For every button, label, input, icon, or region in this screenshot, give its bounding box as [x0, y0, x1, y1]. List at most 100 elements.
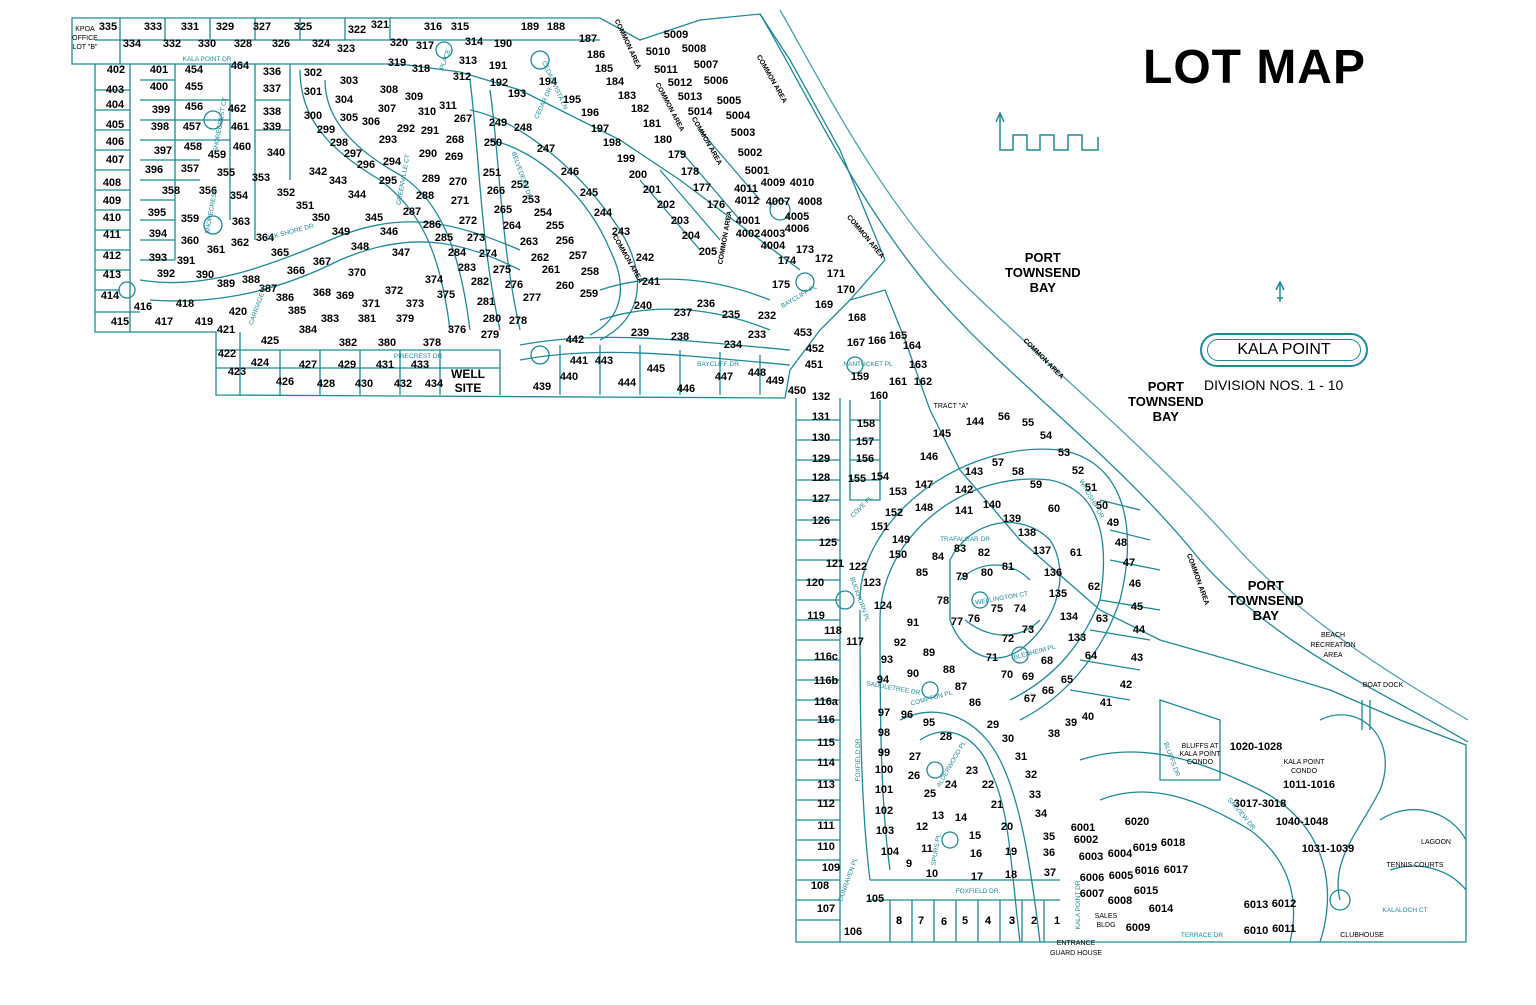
lot-number: 384 [299, 324, 318, 336]
lot-number: 330 [198, 38, 216, 50]
lot-number: 357 [181, 163, 199, 175]
lot-number: 110 [817, 841, 835, 853]
lot-number: 266 [487, 185, 505, 197]
lot-number: 55 [1022, 417, 1034, 429]
feature-label: CONDO [1187, 759, 1214, 766]
lot-number: 76 [968, 613, 980, 625]
lot-number: 430 [355, 378, 373, 390]
lot-number: 71 [986, 652, 998, 664]
feature-label: CONDO [1291, 768, 1318, 775]
lot-number: 361 [207, 244, 225, 256]
lot-number: 185 [595, 63, 613, 75]
lot-number: 440 [560, 371, 578, 383]
lot-number: 172 [815, 253, 833, 265]
lot-number: 156 [856, 453, 874, 465]
lot-number: 118 [824, 625, 842, 637]
lot-number: 374 [425, 274, 444, 286]
lot-number: 116a [814, 696, 839, 708]
lot-number: 359 [181, 213, 199, 225]
lot-number: 39 [1065, 717, 1077, 729]
lot-number: 385 [288, 305, 306, 317]
lot-number: 158 [857, 418, 875, 430]
lot-number: 44 [1133, 624, 1146, 636]
common-area-label: COMMON AREA [690, 116, 723, 166]
division-label: DIVISION NOS. 1 - 10 [1204, 377, 1344, 393]
lot-number: 134 [1060, 611, 1079, 623]
lot-number: 234 [724, 339, 743, 351]
lot-number: 27 [909, 751, 921, 763]
street-label: SADDLETREE DR [866, 680, 921, 696]
lot-number: 177 [693, 182, 711, 194]
lot-number: 246 [561, 166, 579, 178]
lot-number: 271 [451, 195, 469, 207]
lot-number: 147 [915, 479, 933, 491]
lot-number: 297 [344, 148, 362, 160]
lot-number: 375 [437, 289, 455, 301]
lot-number: 117 [846, 636, 864, 648]
lot-number: 13 [932, 810, 944, 822]
feature-label: OFFICE [72, 35, 98, 42]
lot-number: 344 [348, 189, 367, 201]
lot-number: 354 [230, 190, 249, 202]
lot-number: 4 [985, 915, 992, 927]
lot-number: 59 [1030, 479, 1042, 491]
lot-number: 335 [99, 21, 117, 33]
lot-number: 7 [918, 915, 924, 927]
lot-number: 433 [411, 359, 429, 371]
lot-number: 53 [1058, 447, 1070, 459]
lot-number: 8 [896, 915, 902, 927]
lot-number: 240 [634, 300, 652, 312]
lot-number: 419 [195, 316, 213, 328]
lot-number: 114 [817, 757, 836, 769]
lot-number: 6018 [1161, 837, 1185, 849]
lot-number: 29 [987, 719, 999, 731]
feature-label: CLUBHOUSE [1340, 932, 1384, 939]
lot-number: 389 [217, 278, 235, 290]
lot-number: 38 [1048, 728, 1060, 740]
lot-number: 287 [403, 206, 421, 218]
lot-number: 120 [806, 577, 824, 589]
lot-number: 46 [1129, 578, 1141, 590]
lot-number: 6001 [1071, 822, 1095, 834]
street-label: BELVEDERE DR [510, 151, 534, 200]
feature-label: ENTRANCE [1057, 940, 1096, 947]
lot-number: 19 [1005, 846, 1017, 858]
lot-number: 189 [521, 21, 539, 33]
lot-number: 444 [618, 377, 637, 389]
lot-number: 404 [106, 99, 125, 111]
lot-number: 347 [392, 247, 410, 259]
lot-number: 4003 [761, 228, 785, 240]
lot-number: 340 [267, 147, 285, 159]
lot-number: 232 [758, 310, 776, 322]
lot-number: 400 [150, 81, 168, 93]
lot-number: 401 [150, 64, 168, 76]
lot-number: 429 [338, 359, 356, 371]
lot-number: 405 [106, 119, 124, 131]
lot-number: 407 [106, 154, 124, 166]
lot-number: 62 [1088, 581, 1100, 593]
lot-number: 296 [357, 159, 375, 171]
lot-number: 42 [1120, 679, 1132, 691]
lot-number: 4002 [736, 228, 760, 240]
lot-number: 307 [378, 103, 396, 115]
lot-number: 265 [494, 204, 512, 216]
lot-number: 198 [603, 137, 621, 149]
lot-number: 299 [317, 124, 335, 136]
lot-number: 79 [956, 571, 968, 583]
lot-number: 4006 [785, 223, 809, 235]
lot-number: 237 [674, 307, 692, 319]
lot-number: 370 [348, 267, 366, 279]
lot-number: 248 [514, 122, 532, 134]
lot-number: 6016 [1135, 865, 1159, 877]
lot-number: 24 [945, 779, 958, 791]
lot-number: 367 [313, 256, 331, 268]
map-title: LOT MAP [1143, 41, 1366, 94]
street-label: BLUFFS DR [1162, 741, 1181, 778]
lot-number: 36 [1043, 847, 1055, 859]
lot-number: 439 [533, 381, 551, 393]
lot-number: 69 [1022, 671, 1034, 683]
lot-number: 304 [335, 94, 354, 106]
lot-number: 6008 [1108, 895, 1132, 907]
lot-number: 86 [969, 697, 981, 709]
lot-number: 459 [208, 149, 226, 161]
